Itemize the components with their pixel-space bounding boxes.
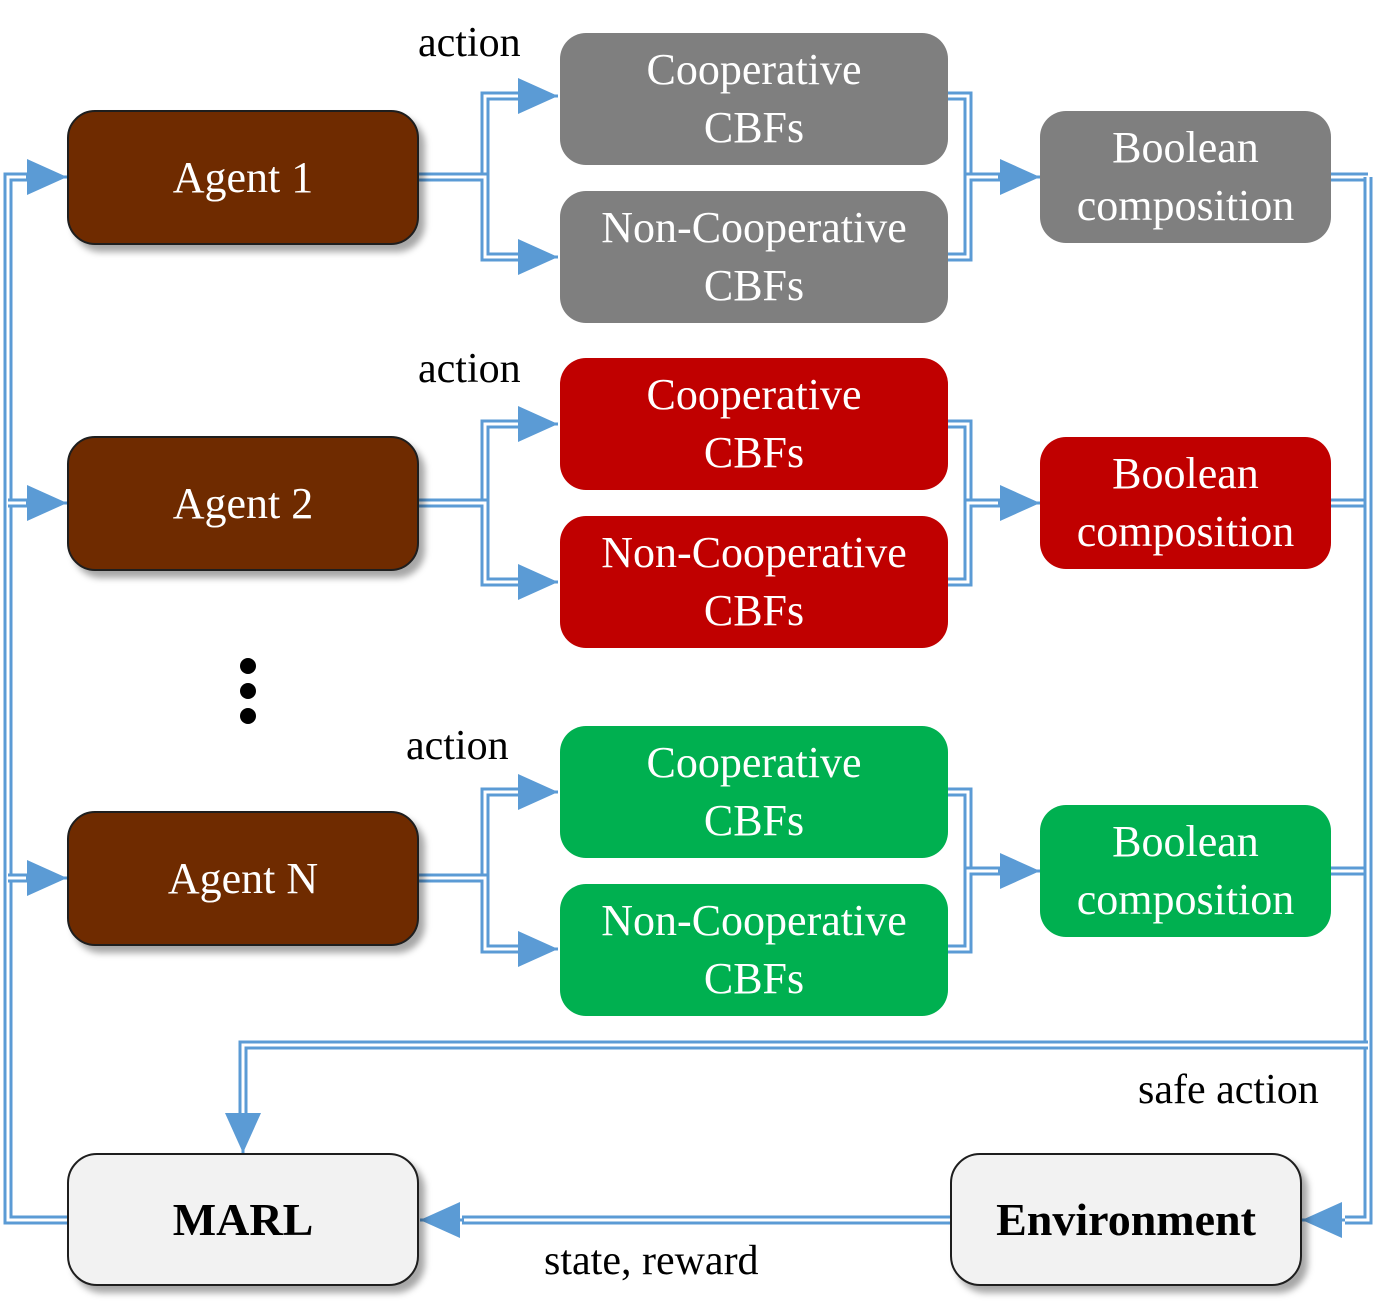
agent-1-label: Agent 1: [172, 153, 314, 202]
boolean-composition-1-node: Boolean composition: [1040, 111, 1331, 243]
cooperative-cbfs-1-node: Cooperative CBFs: [560, 33, 948, 165]
action-label-1: action: [418, 20, 521, 66]
marl-node: MARL: [67, 1153, 419, 1286]
noncooperative-cbfs-1-node: Non-Cooperative CBFs: [560, 191, 948, 323]
bool-1-line2: composition: [1076, 181, 1295, 230]
marl-label: MARL: [172, 1194, 314, 1245]
noncoop-2-line1: Non-Cooperative: [601, 528, 907, 577]
cooperative-cbfs-3-node: Cooperative CBFs: [560, 726, 948, 858]
agentn-to-noncoop-arrow: [419, 873, 520, 954]
noncoop3-to-boolean-arrow: [948, 866, 1000, 954]
noncooperative-cbfs-2-node: Non-Cooperative CBFs: [560, 516, 948, 648]
safe-action-bus: [1345, 177, 1373, 1225]
coop2-to-boolean-arrow: [948, 419, 1000, 508]
bool-3-line1: Boolean: [1112, 817, 1259, 866]
bool-2-line1: Boolean: [1112, 449, 1259, 498]
agent2-to-coop-arrow: [419, 419, 520, 508]
noncoop-1-line1: Non-Cooperative: [601, 203, 907, 252]
bool-2-line2: composition: [1076, 507, 1295, 556]
agent1-to-noncoop-arrow: [419, 172, 520, 262]
safe-action-label: safe action: [1138, 1067, 1319, 1113]
ellipsis-dot: [240, 708, 256, 724]
bool-1-line1: Boolean: [1112, 123, 1259, 172]
agent-1-node: Agent 1: [67, 110, 419, 245]
action-label-3: action: [406, 723, 509, 769]
coop-3-line2: CBFs: [703, 796, 805, 845]
noncoop2-to-boolean-arrow: [948, 498, 1000, 587]
state-reward-label: state, reward: [544, 1238, 759, 1284]
agent-2-label: Agent 2: [172, 479, 314, 528]
noncoop-2-line2: CBFs: [703, 586, 805, 635]
agent1-to-coop-arrow: [419, 91, 520, 182]
noncoop-3-line2: CBFs: [703, 954, 805, 1003]
cooperative-cbfs-2-node: Cooperative CBFs: [560, 358, 948, 490]
noncoop1-to-boolean-arrow: [948, 172, 1000, 262]
coop-2-line1: Cooperative: [646, 370, 862, 419]
environment-node: Environment: [950, 1153, 1302, 1286]
noncoop-3-line1: Non-Cooperative: [601, 896, 907, 945]
coop-3-line1: Cooperative: [646, 738, 862, 787]
noncooperative-cbfs-3-node: Non-Cooperative CBFs: [560, 884, 948, 1016]
ellipsis-dot: [240, 683, 256, 699]
environment-label: Environment: [996, 1194, 1256, 1245]
boolean-composition-2-node: Boolean composition: [1040, 437, 1331, 569]
coop-1-line2: CBFs: [703, 103, 805, 152]
marl-feedback-bus: [3, 172, 67, 1225]
bool-3-line2: composition: [1076, 875, 1295, 924]
agent-2-node: Agent 2: [67, 436, 419, 571]
ellipsis-dot: [240, 658, 256, 674]
coop3-to-boolean-arrow: [948, 787, 1000, 876]
action-label-2: action: [418, 346, 521, 392]
agent2-to-noncoop-arrow: [419, 498, 520, 587]
noncoop-1-line2: CBFs: [703, 261, 805, 310]
agentn-to-coop-arrow: [419, 787, 520, 883]
agent-n-node: Agent N: [67, 811, 419, 946]
coop-1-line1: Cooperative: [646, 45, 862, 94]
coop1-to-boolean-arrow: [948, 91, 1000, 182]
coop-2-line2: CBFs: [703, 428, 805, 477]
boolean-composition-3-node: Boolean composition: [1040, 805, 1331, 937]
agent-n-label: Agent N: [167, 854, 319, 903]
